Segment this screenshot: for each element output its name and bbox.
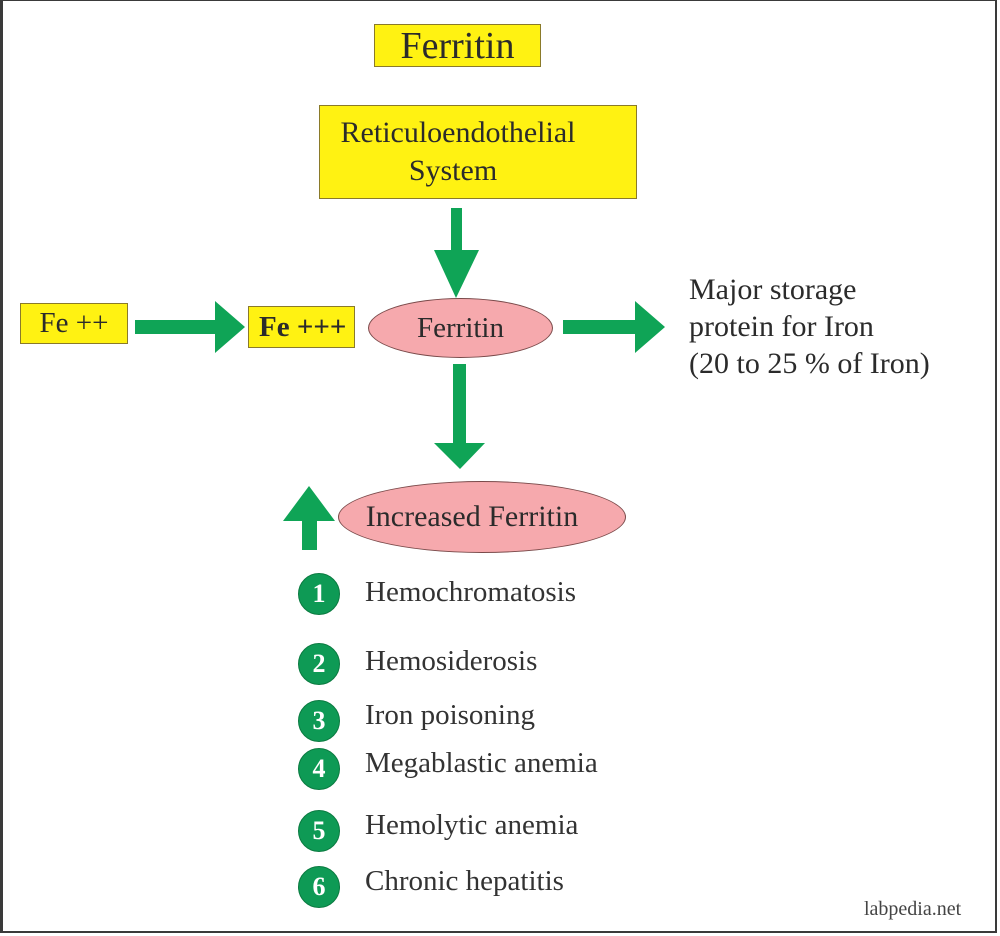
title-text: Ferritin xyxy=(400,24,515,67)
cause-badge-6: 6 xyxy=(298,866,340,908)
increased-ferritin-node: Increased Ferritin xyxy=(338,481,626,553)
reticuloendothelial-box: Reticuloendothelial System xyxy=(319,105,637,199)
cause-badge-3: 3 xyxy=(298,700,340,742)
description-line2: protein for Iron xyxy=(689,310,874,343)
cause-item-3: Iron poisoning xyxy=(365,699,535,731)
cause-item-5: Hemolytic anemia xyxy=(365,809,579,841)
fe3-label: Fe +++ xyxy=(259,310,347,343)
fe2-box: Fe ++ xyxy=(20,303,128,344)
fe3-box: Fe +++ xyxy=(248,306,355,348)
cause-badge-1: 1 xyxy=(298,573,340,615)
cause-item-1: Hemochromatosis xyxy=(365,576,577,608)
reticuloendothelial-line1: Reticuloendothelial xyxy=(340,116,576,149)
cause-item-6: Chronic hepatitis xyxy=(365,865,564,897)
ferritin-node: Ferritin xyxy=(368,298,553,358)
cause-item-4: Megablastic anemia xyxy=(365,747,598,779)
description-line1: Major storage xyxy=(689,273,857,306)
cause-item-2: Hemosiderosis xyxy=(365,645,538,677)
fe2-label: Fe ++ xyxy=(39,307,109,339)
description-line3: (20 to 25 % of Iron) xyxy=(689,347,930,380)
arrow-fe2-to-fe3 xyxy=(135,301,245,353)
arrow-res-to-ferritin xyxy=(434,208,479,298)
title-box: Ferritin xyxy=(374,24,541,67)
ferritin-node-label: Ferritin xyxy=(417,311,504,344)
cause-badge-4: 4 xyxy=(298,748,340,790)
increased-ferritin-label: Increased Ferritin xyxy=(365,500,579,533)
cause-badge-5: 5 xyxy=(298,810,340,852)
cause-badge-2: 2 xyxy=(298,643,340,685)
reticuloendothelial-line2: System xyxy=(408,154,498,187)
watermark: labpedia.net xyxy=(864,898,962,920)
increase-up-arrow-icon xyxy=(283,486,335,550)
arrow-ferritin-to-description xyxy=(563,301,665,353)
arrow-ferritin-to-increased xyxy=(434,364,485,469)
